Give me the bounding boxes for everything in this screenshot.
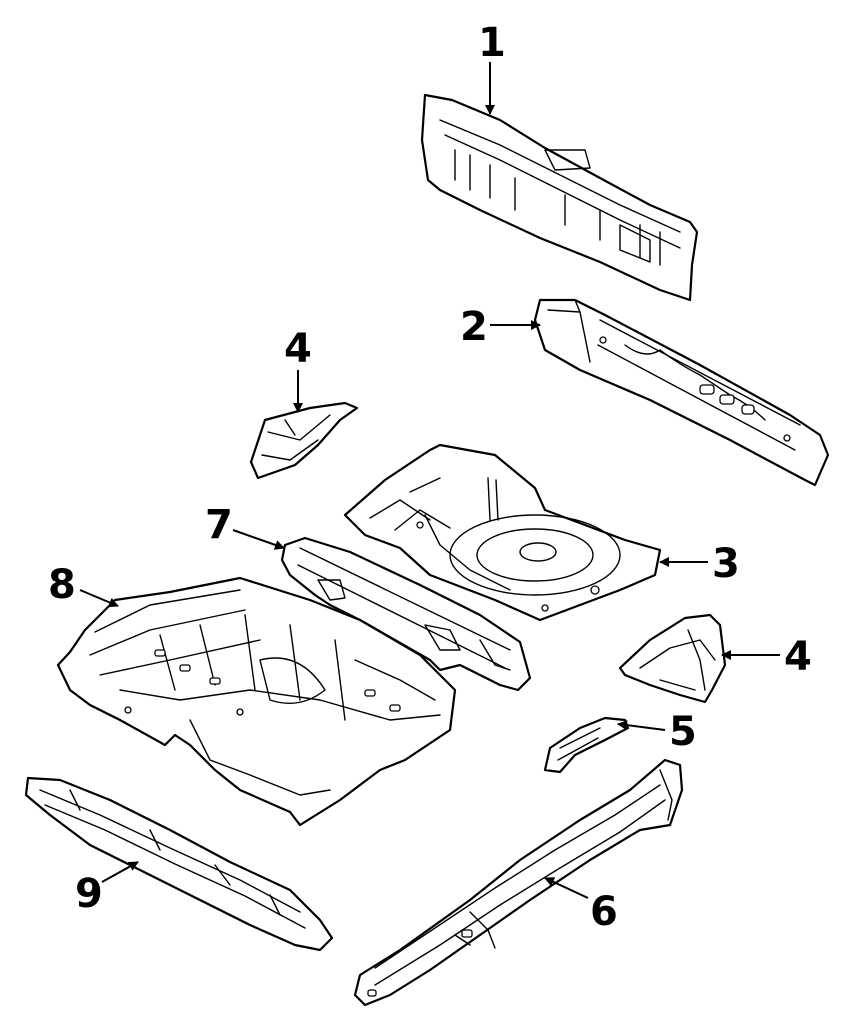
part-7-crossmember[interactable] bbox=[280, 536, 532, 692]
callout-4-upper: 4 bbox=[284, 326, 312, 372]
part-2-rear-crossmember[interactable] bbox=[533, 298, 830, 487]
leader-8 bbox=[79, 589, 119, 608]
leader-7 bbox=[232, 529, 285, 550]
part-1-rear-panel[interactable] bbox=[420, 93, 699, 302]
part-9-side-rail[interactable] bbox=[24, 776, 334, 952]
callout-7: 7 bbox=[205, 502, 233, 548]
part-4-bracket-left[interactable] bbox=[249, 401, 359, 480]
part-6-long-rail[interactable] bbox=[353, 758, 684, 1007]
callout-8: 8 bbox=[48, 562, 76, 608]
part-4-bracket-right[interactable] bbox=[618, 613, 727, 704]
part-8-rear-floor-pan[interactable] bbox=[56, 576, 457, 827]
callout-5: 5 bbox=[669, 709, 697, 755]
callout-6: 6 bbox=[590, 889, 618, 935]
callout-9: 9 bbox=[75, 871, 103, 917]
part-3-spare-tire-floor[interactable] bbox=[343, 443, 662, 622]
leader-9 bbox=[101, 861, 139, 883]
callout-2: 2 bbox=[460, 304, 488, 350]
callout-4-right: 4 bbox=[784, 634, 812, 680]
callout-3: 3 bbox=[712, 541, 740, 587]
callout-1: 1 bbox=[478, 20, 506, 66]
leader-6 bbox=[544, 877, 589, 899]
part-5-small-bracket[interactable] bbox=[543, 716, 630, 774]
leader-5 bbox=[617, 720, 666, 731]
